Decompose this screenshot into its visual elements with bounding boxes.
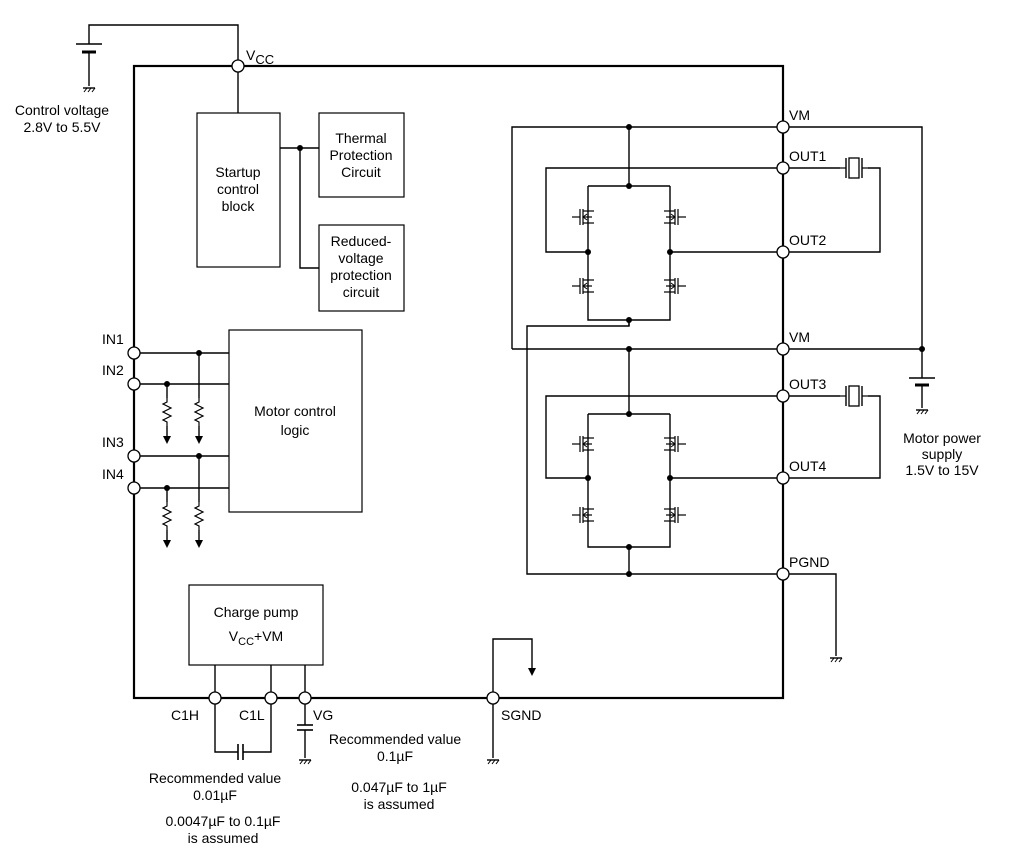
motor-power-supply — [783, 126, 935, 415]
thermal-label-1: Thermal — [335, 130, 386, 146]
out3-label: OUT3 — [789, 376, 827, 392]
thermal-label-2: Protection — [329, 147, 392, 163]
motor-power-range: 1.5V to 15V — [905, 462, 979, 478]
reduced-label-1: Reduced- — [331, 233, 392, 249]
c1-capacitor — [214, 698, 272, 760]
c1-assumed-label: is assumed — [188, 830, 259, 846]
in3-label: IN3 — [102, 434, 124, 450]
c1-recommended-label: Recommended value — [149, 770, 282, 786]
reduced-label-4: circuit — [343, 284, 380, 300]
pin-c1l — [264, 691, 278, 705]
vcc-label: VCC — [246, 47, 274, 67]
startup-control-block — [196, 112, 281, 268]
pgnd-network — [783, 573, 843, 663]
reduced-voltage-protection-block — [318, 224, 405, 312]
h-bridge-1 — [511, 124, 783, 575]
pin-in1 — [127, 346, 141, 360]
in1-label: IN1 — [102, 331, 124, 347]
pin-vcc — [231, 59, 245, 73]
out2-label: OUT2 — [789, 232, 827, 248]
pin-vm-mid — [776, 342, 790, 356]
pin-sgnd — [486, 691, 500, 705]
in4-label: IN4 — [102, 466, 124, 482]
pin-in3 — [127, 449, 141, 463]
control-voltage-range: 2.8V to 5.5V — [23, 119, 101, 135]
h-bridge-2 — [512, 346, 783, 577]
pin-in2 — [127, 377, 141, 391]
reduced-label-3: protection — [330, 267, 391, 283]
vm-top-label: VM — [789, 107, 810, 123]
out1-label: OUT1 — [789, 148, 827, 164]
startup-label-1: Startup — [215, 164, 260, 180]
motor-logic-label-2: logic — [281, 422, 310, 438]
pin-out3 — [776, 389, 790, 403]
vg-assumed-range: 0.047µF to 1µF — [351, 779, 447, 795]
pin-vg — [298, 691, 312, 705]
pin-in4 — [127, 481, 141, 495]
c1h-label: C1H — [171, 707, 199, 723]
startup-label-2: control — [217, 181, 259, 197]
junction-dot — [297, 145, 303, 151]
control-voltage-label: Control voltage — [15, 102, 109, 118]
sgnd-label: SGND — [501, 707, 541, 723]
motor-2 — [783, 385, 881, 479]
c1-recommended-value: 0.01µF — [193, 787, 237, 803]
vg-label: VG — [313, 707, 333, 723]
vg-assumed-label: is assumed — [364, 796, 435, 812]
pgnd-label: PGND — [789, 554, 829, 570]
vg-capacitor — [297, 698, 313, 765]
out4-label: OUT4 — [789, 458, 827, 474]
thermal-label-3: Circuit — [341, 164, 381, 180]
c1-assumed-range: 0.0047µF to 0.1µF — [166, 813, 281, 829]
charge-pump-block — [188, 584, 324, 666]
sgnd-network — [486, 638, 536, 765]
motor-1 — [783, 157, 881, 253]
startup-label-3: block — [222, 198, 256, 214]
motor-logic-label-1: Motor control — [254, 403, 336, 419]
motor-power-label-2: supply — [922, 446, 962, 462]
motor-power-label: Motor power — [903, 430, 981, 446]
in2-label: IN2 — [102, 362, 124, 378]
input-network — [134, 350, 229, 548]
motor-control-logic-block — [228, 329, 363, 513]
pin-c1h — [208, 691, 222, 705]
c1l-label: C1L — [239, 707, 265, 723]
charge-pump-supply-label: VCC+VM — [229, 628, 283, 648]
control-voltage-supply — [76, 24, 239, 93]
reduced-label-2: voltage — [338, 250, 383, 266]
charge-pump-label: Charge pump — [214, 604, 299, 620]
pin-out2 — [776, 245, 790, 259]
vm-mid-label: VM — [789, 329, 810, 345]
vg-recommended-label: Recommended value — [329, 731, 462, 747]
pin-out4 — [776, 471, 790, 485]
pin-pgnd — [776, 567, 790, 581]
pin-out1 — [776, 161, 790, 175]
thermal-protection-block — [318, 112, 405, 198]
vg-recommended-value: 0.1µF — [377, 748, 413, 764]
pin-vm-top — [776, 120, 790, 134]
